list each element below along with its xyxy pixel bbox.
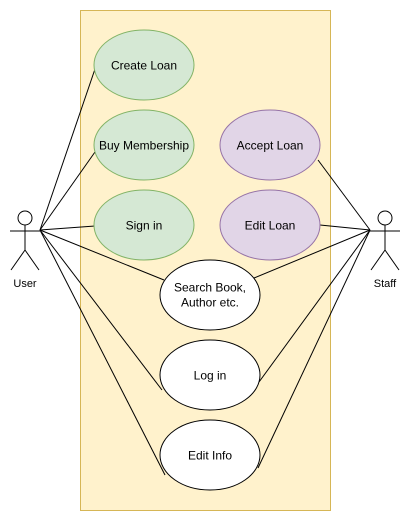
association-staff-edit-info <box>257 229 371 469</box>
use-case-create-loan[interactable]: Create Loan <box>93 29 195 101</box>
use-case-edit-info[interactable]: Edit Info <box>159 419 261 491</box>
association-user-create-loan <box>39 68 96 231</box>
actor-staff-leg-left <box>370 249 386 271</box>
use-case-buy-membership[interactable]: Buy Membership <box>93 109 195 181</box>
use-case-search-book-shape <box>159 259 261 331</box>
actor-staff-label: Staff <box>374 278 397 290</box>
actor-staff-leg-right <box>384 249 400 271</box>
association-staff-edit-loan <box>319 224 371 231</box>
actor-staff[interactable]: Staff <box>370 210 400 290</box>
use-case-sign-in-shape <box>93 189 195 261</box>
use-case-edit-info-label: Edit Info <box>188 449 232 463</box>
use-case-edit-info-shape <box>159 419 261 491</box>
association-lines <box>39 68 371 476</box>
association-user-search-book <box>39 229 165 281</box>
actor-user[interactable]: User <box>10 210 40 290</box>
use-case-edit-loan[interactable]: Edit Loan <box>219 189 321 261</box>
association-user-log-in <box>39 229 163 391</box>
actor-user-head <box>17 210 33 226</box>
use-case-buy-membership-label: Buy Membership <box>99 139 189 153</box>
use-case-create-loan-shape <box>93 29 195 101</box>
use-case-log-in[interactable]: Log in <box>159 339 261 411</box>
use-case-buy-membership-shape <box>93 109 195 181</box>
use-case-create-loan-label: Create Loan <box>111 59 177 73</box>
actor-user-label: User <box>13 278 37 290</box>
actor-user-leg-left <box>10 249 26 271</box>
use-case-search-book[interactable]: Search Book, Author etc. <box>159 259 261 331</box>
actor-user-leg-right <box>24 249 40 271</box>
use-case-accept-loan-shape <box>219 109 321 181</box>
use-case-log-in-shape <box>159 339 261 411</box>
use-case-log-in-label: Log in <box>194 369 227 383</box>
use-case-search-book-label-line1: Search Book, <box>174 281 246 295</box>
association-staff-search-book <box>253 229 371 279</box>
association-user-sign-in <box>39 225 96 231</box>
use-case-accept-loan[interactable]: Accept Loan <box>219 109 321 181</box>
use-case-sign-in[interactable]: Sign in <box>93 189 195 261</box>
use-case-search-book-label-line2: Author etc. <box>181 296 239 310</box>
association-staff-accept-loan <box>317 159 371 231</box>
association-user-buy-membership <box>39 151 96 231</box>
use-case-accept-loan-label: Accept Loan <box>237 139 304 153</box>
association-staff-log-in <box>258 229 371 383</box>
use-case-edit-loan-shape <box>219 189 321 261</box>
association-user-edit-info <box>39 229 166 476</box>
actor-staff-head <box>377 210 393 226</box>
use-case-sign-in-label: Sign in <box>126 219 163 233</box>
use-case-edit-loan-label: Edit Loan <box>245 219 296 233</box>
